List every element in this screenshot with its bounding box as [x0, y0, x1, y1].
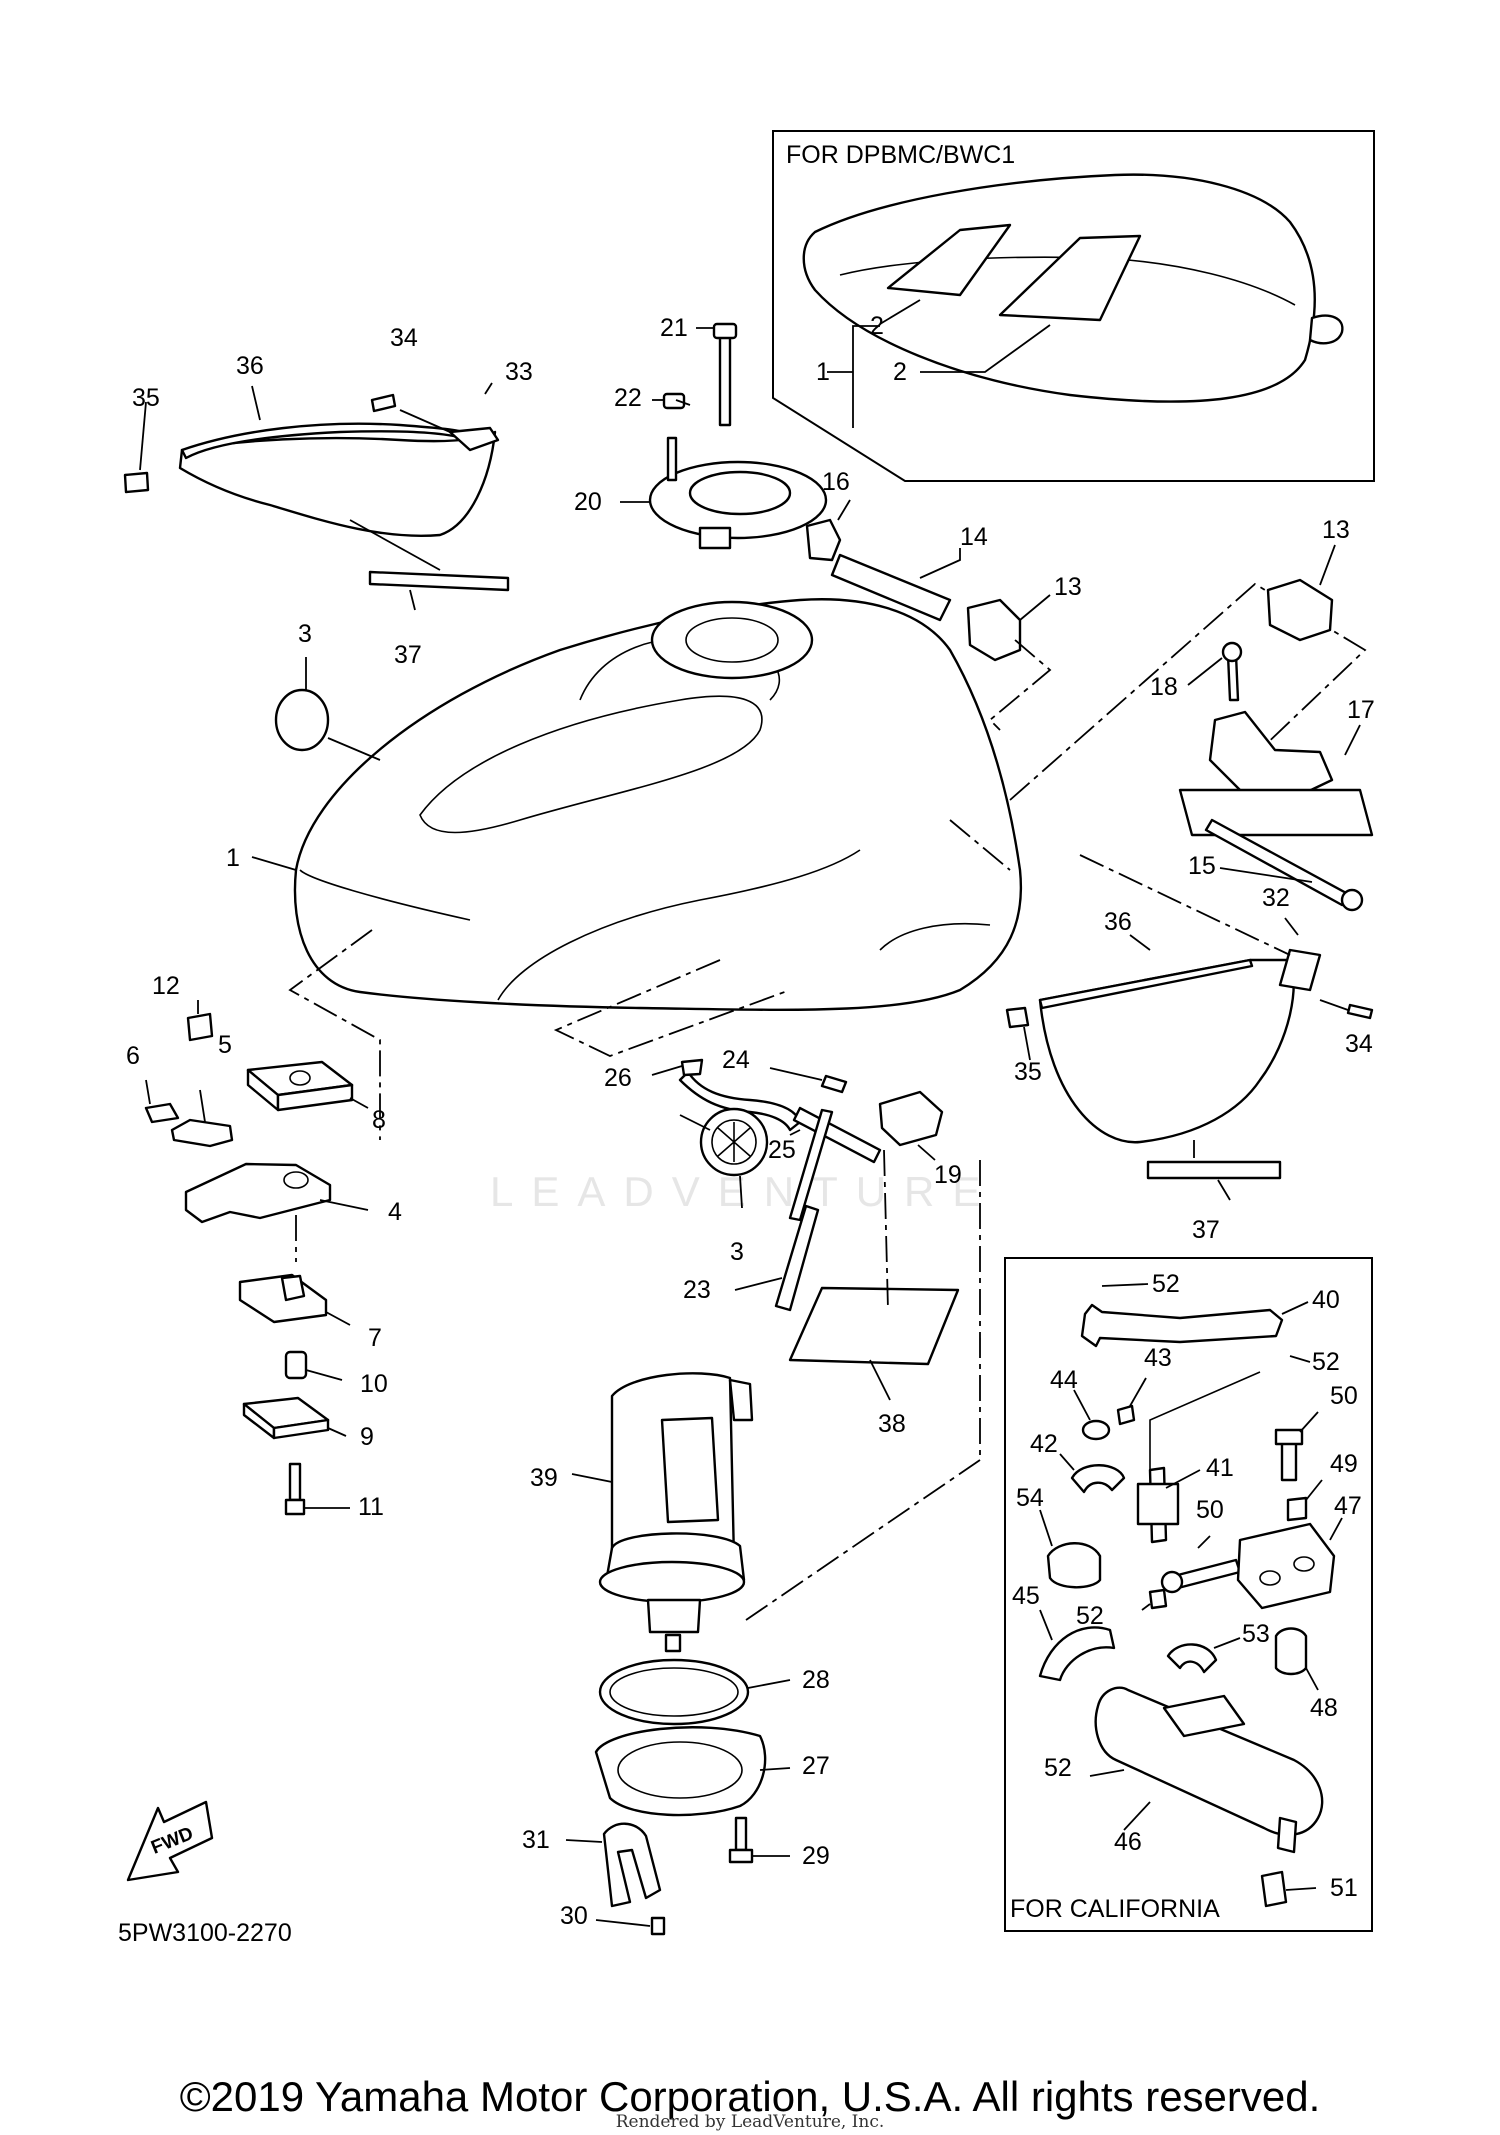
- callout-7: 7: [368, 1324, 382, 1352]
- callout-24: 24: [722, 1046, 750, 1074]
- callout-54: 54: [1016, 1484, 1044, 1512]
- rendered-by-credit: Rendered by LeadVenture, Inc.: [615, 2112, 885, 2132]
- callout-16: 16: [822, 468, 850, 496]
- callout-18: 18: [1150, 673, 1178, 701]
- callout-11: 11: [358, 1493, 384, 1521]
- callout-34a: 34: [390, 324, 418, 352]
- right-side-cover: 32 36 34 37 35: [1005, 854, 1374, 1244]
- callout-13b: 13: [1322, 516, 1350, 544]
- callout-3a: 3: [298, 620, 312, 648]
- callout-26: 26: [604, 1064, 632, 1092]
- callout-6: 6: [126, 1042, 140, 1070]
- callout-14: 14: [960, 523, 988, 551]
- fuel-cap: 21 22 20: [574, 314, 828, 550]
- callout-2b: 2: [893, 358, 907, 386]
- callout-44: 44: [1050, 1366, 1078, 1394]
- inset-california: FOR CALIFORNIA 52 40 52 41 43 44 42 54 5…: [1004, 1257, 1373, 1932]
- callout-27: 27: [802, 1752, 830, 1780]
- grommet-top: 3: [274, 620, 381, 761]
- callout-29: 29: [802, 1842, 830, 1870]
- callout-39: 39: [530, 1464, 558, 1492]
- left-side-cover: 34 33 36 35 37: [123, 324, 533, 669]
- fuel-tank: 1: [226, 598, 1023, 1011]
- inset-california-title: FOR CALIFORNIA: [1010, 1895, 1220, 1923]
- breather-parts: 16 14 13: [805, 468, 1082, 731]
- callout-47: 47: [1334, 1492, 1362, 1520]
- callout-35a: 35: [132, 384, 160, 412]
- callout-9: 9: [360, 1423, 374, 1451]
- callout-17: 17: [1347, 696, 1375, 724]
- callout-49: 49: [1330, 1450, 1358, 1478]
- callout-50a: 50: [1196, 1496, 1224, 1524]
- inset-dpbmc-title: FOR DPBMC/BWC1: [786, 141, 1015, 169]
- front-mount-stack: 8 5 6 12 4 7 10 9 11: [126, 929, 402, 1521]
- diagram-code: 5PW3100-2270: [118, 1919, 292, 1947]
- callout-31: 31: [522, 1826, 550, 1854]
- callout-43: 43: [1144, 1344, 1172, 1372]
- callout-45: 45: [1012, 1582, 1040, 1610]
- callout-10: 10: [360, 1370, 388, 1398]
- watermark: LEADVENTURE: [490, 1168, 998, 1215]
- callout-8: 8: [372, 1106, 386, 1134]
- callout-32: 32: [1262, 884, 1290, 912]
- callout-36a: 36: [236, 352, 264, 380]
- fuel-pump-assembly: 39 28 27 29 31 30: [522, 1372, 981, 1936]
- callout-19: 19: [934, 1161, 962, 1189]
- fwd-indicator: FWD: [126, 1800, 214, 1882]
- copyright-notice: ©2019 Yamaha Motor Corporation, U.S.A. A…: [179, 2073, 1321, 2120]
- callout-51: 51: [1330, 1874, 1358, 1902]
- callout-15: 15: [1188, 852, 1216, 880]
- callout-36b: 36: [1104, 908, 1132, 936]
- callout-22: 22: [614, 384, 642, 412]
- callout-1-inset: 1: [816, 358, 830, 386]
- callout-3b: 3: [730, 1238, 744, 1266]
- callout-38: 38: [878, 1410, 906, 1438]
- callout-52d: 52: [1044, 1754, 1072, 1782]
- callout-25: 25: [768, 1136, 796, 1164]
- callout-52c: 52: [1076, 1602, 1104, 1630]
- callout-35b: 35: [1014, 1058, 1042, 1086]
- callout-40: 40: [1312, 1286, 1340, 1314]
- callout-41: 41: [1206, 1454, 1234, 1482]
- callout-21: 21: [660, 314, 688, 342]
- callout-5: 5: [218, 1031, 232, 1059]
- callout-42: 42: [1030, 1430, 1058, 1458]
- callout-12: 12: [152, 972, 180, 1000]
- callout-13a: 13: [1054, 573, 1082, 601]
- callout-23: 23: [683, 1276, 711, 1304]
- under-tank-hoses: 26 24 25 23 19 3 38: [553, 959, 981, 1460]
- callout-37a: 37: [394, 641, 422, 669]
- callout-2a: 2: [870, 312, 884, 340]
- callout-34b: 34: [1345, 1030, 1373, 1058]
- callout-33: 33: [505, 358, 533, 386]
- callout-28: 28: [802, 1666, 830, 1694]
- callout-1: 1: [226, 844, 240, 872]
- callout-48: 48: [1310, 1694, 1338, 1722]
- callout-46: 46: [1114, 1828, 1142, 1856]
- callout-52a: 52: [1152, 1270, 1180, 1298]
- callout-20: 20: [574, 488, 602, 516]
- rear-mount-bracket: 13 18 17 15: [1009, 516, 1375, 912]
- callout-53: 53: [1242, 1620, 1270, 1648]
- callout-30: 30: [560, 1902, 588, 1930]
- callout-37b: 37: [1192, 1216, 1220, 1244]
- callout-4: 4: [388, 1198, 402, 1226]
- inset-dpbmc-bwc1: FOR DPBMC/BWC1 2 1 2: [772, 130, 1375, 482]
- callout-52b: 52: [1312, 1348, 1340, 1376]
- callout-50b: 50: [1330, 1382, 1358, 1410]
